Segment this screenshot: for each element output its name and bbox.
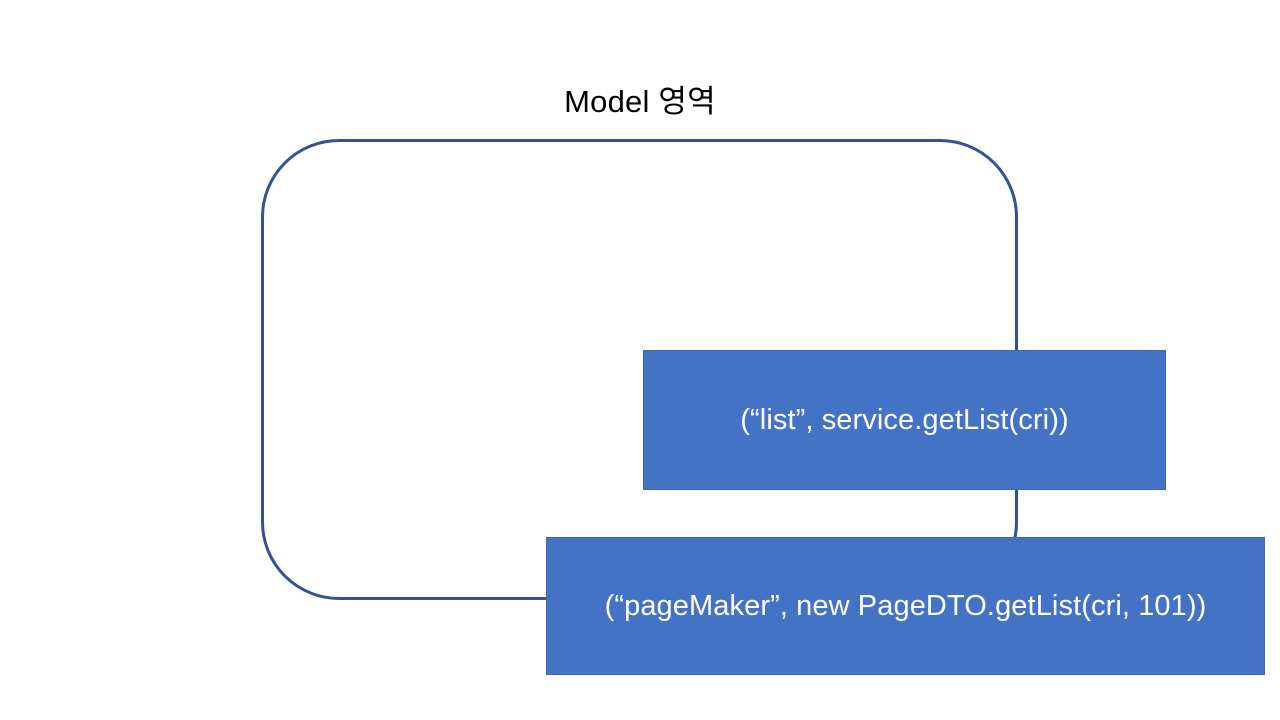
pagemaker-attribute-box[interactable]: (“pageMaker”, new PageDTO.getList(cri, 1… [546, 537, 1265, 675]
list-attribute-box[interactable]: (“list”, service.getList(cri)) [643, 350, 1166, 490]
list-attribute-label: (“list”, service.getList(cri)) [740, 404, 1069, 436]
page-title: Model 영역 [564, 84, 716, 119]
model-region-container: (“list”, service.getList(cri)) (“pageMak… [261, 139, 1265, 675]
pagemaker-attribute-label: (“pageMaker”, new PageDTO.getList(cri, 1… [604, 590, 1207, 622]
